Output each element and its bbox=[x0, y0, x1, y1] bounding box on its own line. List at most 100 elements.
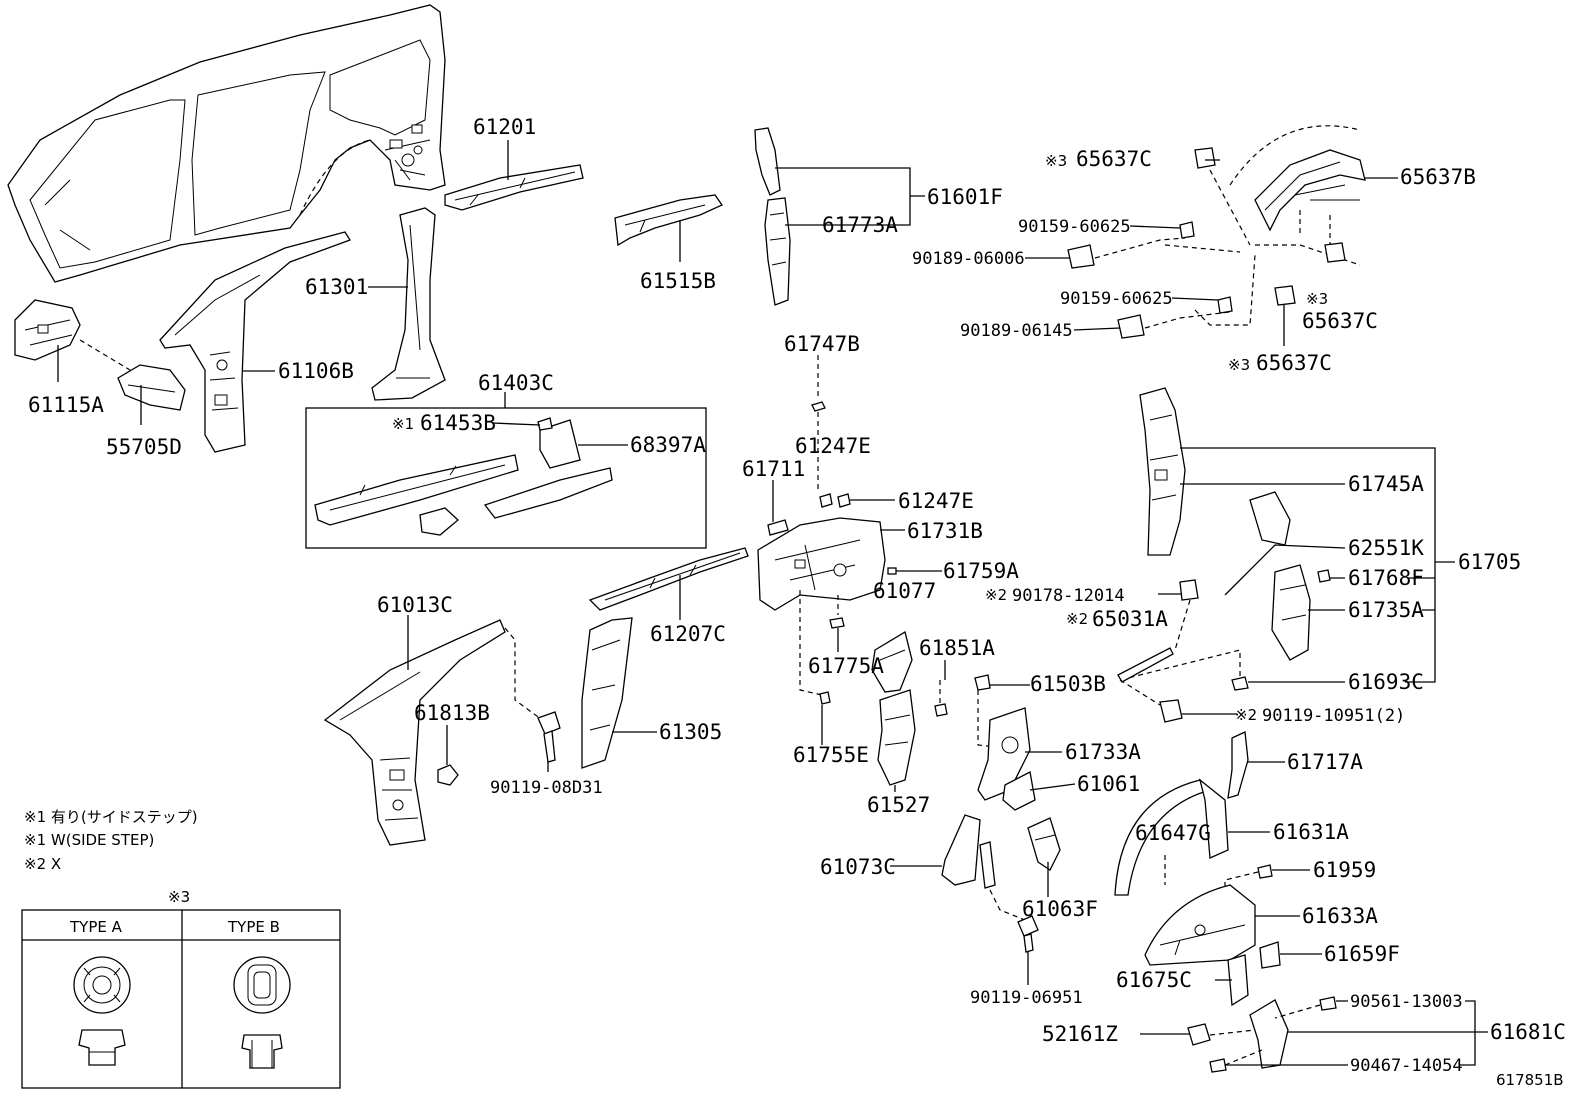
type-b-clip-illustration bbox=[233, 956, 291, 1069]
label-90159-60625-b: 90159-60625 bbox=[1060, 289, 1173, 309]
clip-61768F-illustration bbox=[1317, 569, 1331, 583]
bolt-90119-06951-illustration bbox=[1017, 915, 1039, 953]
label-61675C: 61675C bbox=[1116, 968, 1192, 992]
front-pillar-inner-61013C-illustration bbox=[323, 619, 506, 846]
label-61755E: 61755E bbox=[793, 743, 869, 767]
clip-61693C-illustration bbox=[1231, 676, 1249, 691]
dashed-liner-arc bbox=[1229, 125, 1361, 186]
clip-65637C-right-illustration bbox=[1324, 242, 1346, 263]
clip-65637C-top-illustration bbox=[1194, 147, 1216, 169]
label-90561-13003: 90561-13003 bbox=[1350, 992, 1463, 1012]
bracket-62551K-illustration bbox=[1249, 491, 1291, 546]
dashed-61681C-fasteners bbox=[1209, 1004, 1321, 1066]
bracket-61711-illustration bbox=[767, 519, 789, 536]
dashed-screws bbox=[1094, 237, 1256, 329]
label-61647G: 61647G bbox=[1135, 821, 1211, 845]
diagram-id: 617851B bbox=[1496, 1071, 1564, 1089]
label-61301: 61301 bbox=[305, 275, 368, 299]
clip-61755E-illustration bbox=[819, 691, 831, 705]
clip-61959-illustration bbox=[1257, 864, 1273, 879]
extension-61733A-illustration bbox=[977, 707, 1031, 801]
label-65031A: 65031A bbox=[1092, 607, 1168, 631]
clip-90467-14054-illustration bbox=[1209, 1058, 1227, 1073]
rocker-inner-61403C-illustration bbox=[314, 417, 613, 536]
label-61745A: 61745A bbox=[1348, 472, 1424, 496]
rod-65031A-illustration bbox=[1117, 647, 1174, 683]
dashed-65031A-bolt bbox=[1119, 679, 1161, 706]
label-61768F: 61768F bbox=[1348, 566, 1424, 590]
label-61633A: 61633A bbox=[1302, 904, 1378, 928]
label-61705: 61705 bbox=[1458, 550, 1521, 574]
note-1-jp: ※1 有り(サイドステップ) bbox=[24, 808, 198, 826]
label-61735A: 61735A bbox=[1348, 598, 1424, 622]
label-61959: 61959 bbox=[1313, 858, 1376, 882]
bracket-61077-illustration bbox=[871, 630, 913, 693]
bracket-61675C-illustration bbox=[1227, 954, 1249, 1007]
label-90189-06006: 90189-06006 bbox=[912, 249, 1025, 269]
dashed-61073C-bolt bbox=[989, 889, 1026, 921]
quarter-inner-61745A-illustration bbox=[1139, 387, 1186, 556]
bracket-61681C-illustration bbox=[1249, 999, 1289, 1069]
label-65637C-2: 65637C bbox=[1302, 309, 1378, 333]
label-61247E-2: 61247E bbox=[898, 489, 974, 513]
wheelhouse-outer-61631A-illustration bbox=[1114, 778, 1229, 896]
label-61601F: 61601F bbox=[927, 185, 1003, 209]
mark-65637C-2: ※3 bbox=[1306, 290, 1328, 308]
label-61515B: 61515B bbox=[640, 269, 716, 293]
rocker-reinforcement-61201-illustration bbox=[444, 164, 584, 211]
bracket-61115A-illustration bbox=[14, 299, 81, 361]
extension-61527-illustration bbox=[877, 689, 916, 786]
pillar-61305-illustration bbox=[581, 617, 633, 769]
screws-90159-90189-illustration bbox=[1067, 221, 1233, 339]
label-61717A: 61717A bbox=[1287, 750, 1363, 774]
label-61247E-1: 61247E bbox=[795, 434, 871, 458]
label-61077: 61077 bbox=[873, 579, 936, 603]
dashed-liner-outline bbox=[1209, 169, 1361, 266]
center-pillar-61301-illustration bbox=[371, 207, 446, 401]
label-90467-14054: 90467-14054 bbox=[1350, 1056, 1463, 1076]
label-90178-12014: 90178-12014 bbox=[1012, 586, 1125, 606]
label-61693C: 61693C bbox=[1348, 670, 1424, 694]
label-61711: 61711 bbox=[742, 457, 805, 481]
nut-52161Z-illustration bbox=[1187, 1023, 1211, 1046]
pillar-61601F-illustration bbox=[754, 127, 791, 306]
label-90119-08D31: 90119-08D31 bbox=[490, 778, 603, 798]
label-61759A: 61759A bbox=[943, 559, 1019, 583]
label-90159-60625-a: 90159-60625 bbox=[1018, 217, 1131, 237]
extension-61207C-illustration bbox=[588, 547, 749, 611]
label-61013C: 61013C bbox=[377, 593, 453, 617]
label-61773A: 61773A bbox=[822, 213, 898, 237]
label-62551K: 62551K bbox=[1348, 536, 1424, 560]
front-pillar-61106B-illustration bbox=[159, 231, 351, 453]
extension-61073C-illustration bbox=[941, 814, 996, 889]
label-90119-10951: 90119-10951(2) bbox=[1262, 706, 1405, 726]
label-61201: 61201 bbox=[473, 115, 536, 139]
bolt-90119-10951-illustration bbox=[1159, 699, 1183, 723]
leader-61115A-55705D-dashed bbox=[79, 339, 131, 371]
label-61631A: 61631A bbox=[1273, 820, 1349, 844]
label-61733A: 61733A bbox=[1065, 740, 1141, 764]
extension-61515B-illustration bbox=[614, 194, 723, 247]
label-61681C: 61681C bbox=[1490, 1020, 1566, 1044]
label-55705D: 55705D bbox=[106, 435, 182, 459]
label-52161Z: 52161Z bbox=[1042, 1022, 1118, 1046]
clips-61247E-illustration bbox=[819, 493, 851, 508]
label-90119-06951: 90119-06951 bbox=[970, 988, 1083, 1008]
body-side-outer-panel-illustration bbox=[7, 4, 446, 283]
wheelhouse-inner-61633A-illustration bbox=[1144, 884, 1256, 966]
clip-61759A-illustration bbox=[887, 567, 897, 575]
mark-90178-12014: ※2 bbox=[985, 586, 1007, 604]
label-68397A: 68397A bbox=[630, 433, 706, 457]
grommet-61813B-illustration bbox=[437, 764, 459, 786]
clip-61851A-illustration bbox=[934, 703, 948, 717]
type-table-header: ※3 bbox=[168, 888, 190, 906]
group-box-61403C bbox=[305, 407, 707, 549]
label-61813B: 61813B bbox=[414, 701, 490, 725]
label-61073C: 61073C bbox=[820, 855, 896, 879]
wheelhouse-liner-65637B-illustration bbox=[1254, 149, 1366, 232]
clip-61775A-illustration bbox=[829, 617, 845, 629]
label-61207C: 61207C bbox=[650, 622, 726, 646]
type-table bbox=[21, 909, 341, 1089]
label-61061: 61061 bbox=[1077, 772, 1140, 796]
